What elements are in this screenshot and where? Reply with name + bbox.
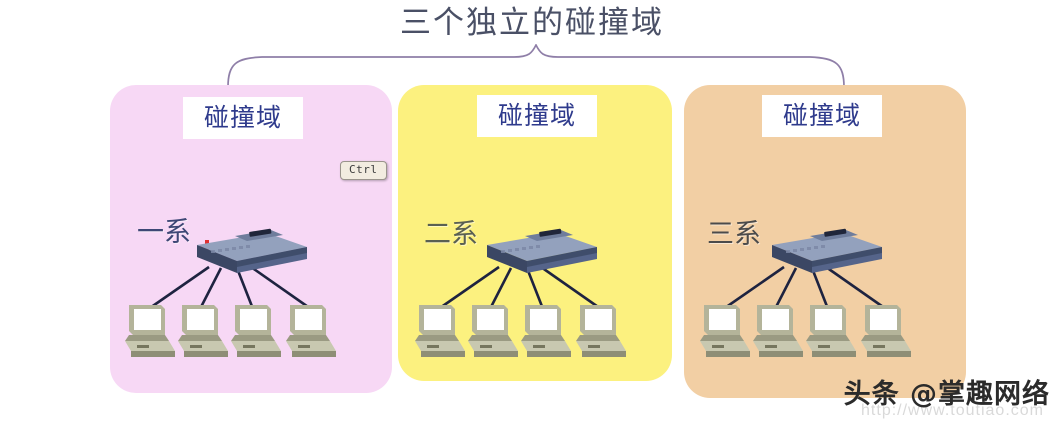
link-lines [721,265,887,312]
desktop-computer-icon [286,305,336,357]
network-topology-3 [700,228,911,357]
desktop-computer-icon [468,305,518,357]
desktop-computer-icon [700,305,750,357]
ctrl-key-tooltip: Ctrl [340,161,387,180]
domain-label-2: 碰撞域 [477,95,597,137]
network-cluster-3 [700,205,950,370]
watermark-url: http://www.toutiao.com [861,402,1044,419]
domain-label-3: 碰撞域 [762,95,882,137]
desktop-computer-icon [125,305,175,357]
link-lines [146,265,312,312]
curly-brace-connector [226,43,846,88]
network-switch-icon [487,228,597,273]
desktop-computer-icon [576,305,626,357]
network-cluster-1 [125,205,375,370]
network-switch-icon [772,228,882,273]
group-name-3: 三系 [707,219,761,250]
watermark-brand: 头条 @掌趣网络 [843,379,1050,410]
link-lines [436,265,602,312]
domain-label-1: 碰撞域 [183,97,303,139]
desktop-computer-icon [806,305,856,357]
curly-brace-icon [227,43,845,88]
network-topology-2 [415,228,626,357]
desktop-computer-icon [521,305,571,357]
network-switch-icon [197,228,307,273]
desktop-computer-icon [231,305,281,357]
desktop-computer-icon [415,305,465,357]
network-topology-1 [125,228,336,357]
group-name-1: 一系 [137,217,191,248]
network-cluster-2 [415,205,665,370]
desktop-computer-icon [861,305,911,357]
desktop-computer-icon [178,305,228,357]
desktop-computer-icon [753,305,803,357]
page-title: 三个独立的碰撞域 [400,5,664,41]
group-name-2: 二系 [424,219,478,250]
